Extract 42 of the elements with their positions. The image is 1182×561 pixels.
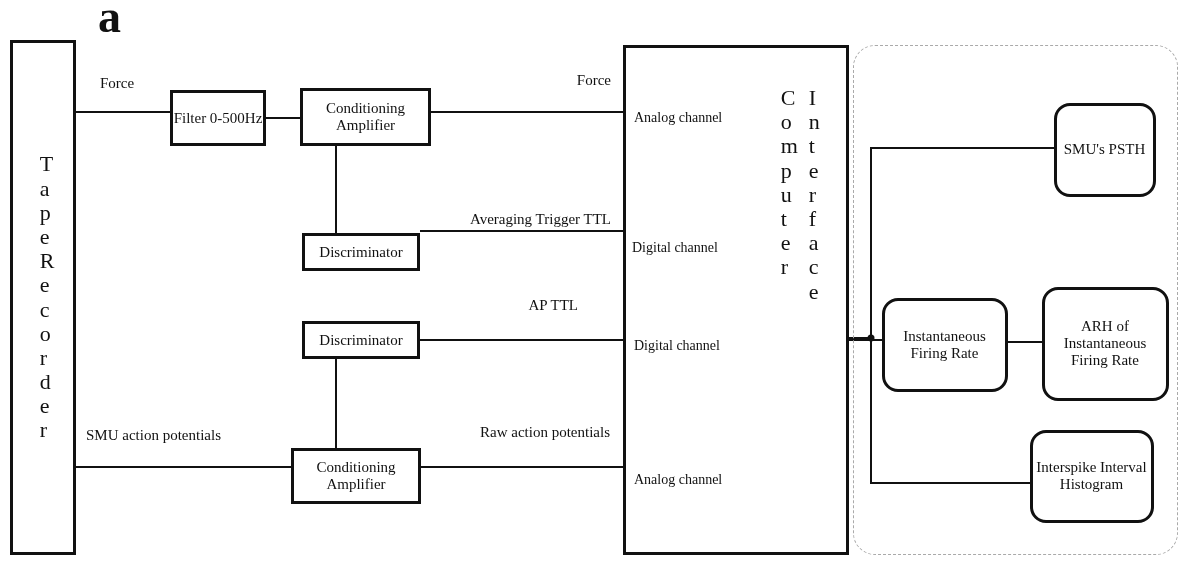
node-label: Conditioning Amplifier (324, 100, 407, 134)
vertical-label: Tape Recorder (38, 152, 54, 443)
node-label: SMU's PSTH (1063, 141, 1146, 158)
connector-line (848, 339, 883, 341)
connector-line (335, 145, 337, 234)
connector-line (1007, 341, 1043, 343)
connector-line (335, 358, 337, 449)
process-box (302, 321, 420, 359)
channel-label: Digital channel (634, 338, 720, 354)
edge-label: Averaging Trigger TTL (467, 211, 613, 228)
process-box (302, 233, 420, 271)
edge-label: Raw action potentials (478, 424, 612, 441)
edge-label: SMU action potentials (84, 427, 223, 444)
process-box (291, 448, 421, 504)
rounded-process-box (881, 297, 1008, 392)
tape-recorder-box (10, 40, 76, 555)
channel-label: Analog channel (634, 472, 723, 488)
panel-letter: a (98, 0, 121, 43)
connector-line (420, 466, 624, 468)
dashed-region (853, 45, 1178, 555)
node-label: Discriminator (319, 243, 403, 261)
node-label: Conditioning Amplifier (315, 459, 397, 493)
connector-line (419, 339, 624, 341)
node-label: Filter 0-500Hz (173, 109, 263, 127)
vertical-label: Interface (807, 86, 821, 304)
connector-line (75, 466, 292, 468)
connector-line (419, 230, 624, 232)
connector-line (75, 111, 171, 113)
process-box (300, 88, 431, 146)
node-label: Interspike Interval Histogram (1035, 459, 1148, 493)
channel-label: Digital channel (632, 240, 718, 256)
node-label: Instantaneous Firing Rate (902, 327, 987, 362)
connector-line (265, 117, 301, 119)
node-label: ARH of Instantaneous Firing Rate (1062, 318, 1148, 369)
rounded-process-box (1041, 286, 1169, 401)
node-label: Discriminator (319, 331, 403, 349)
channel-label: Analog channel (634, 110, 723, 126)
connector-line (430, 111, 624, 113)
process-box (170, 90, 266, 146)
rounded-process-box (1029, 429, 1154, 523)
rounded-process-box (1053, 102, 1156, 197)
computer-interface-box (623, 45, 849, 555)
